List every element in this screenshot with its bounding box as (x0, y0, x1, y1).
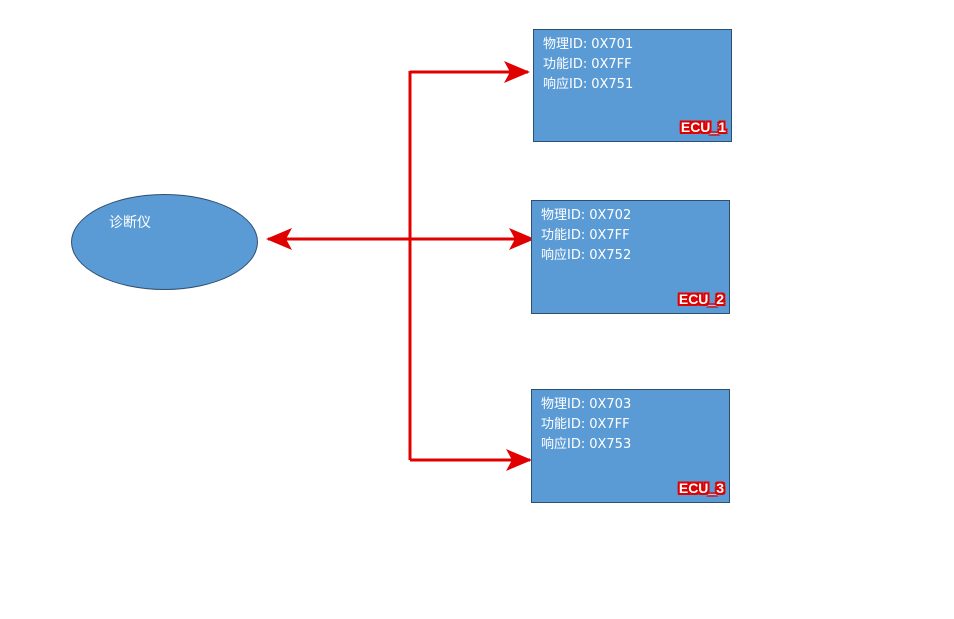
functional-id-label: 功能ID: (543, 57, 588, 72)
physical-id-row: 物理ID:0X701 (543, 35, 633, 55)
functional-id-row: 功能ID:0X7FF (541, 415, 631, 435)
functional-id-row: 功能ID:0X7FF (541, 226, 631, 246)
ecu-name-label: ECU_1 (680, 119, 726, 135)
physical-id-label: 物理ID: (541, 397, 586, 412)
response-id-label: 响应ID: (543, 77, 588, 92)
functional-id-value: 0X7FF (589, 417, 630, 432)
physical-id-label: 物理ID: (541, 208, 586, 223)
response-id-row: 响应ID:0X751 (543, 75, 633, 95)
functional-id-label: 功能ID: (541, 417, 586, 432)
response-id-label: 响应ID: (541, 248, 586, 263)
response-id-row: 响应ID:0X753 (541, 435, 631, 455)
functional-id-value: 0X7FF (589, 228, 630, 243)
physical-id-label: 物理ID: (543, 37, 588, 52)
ecu-id-list: 物理ID:0X701 功能ID:0X7FF 响应ID:0X751 (543, 35, 633, 95)
response-id-row: 响应ID:0X752 (541, 246, 631, 266)
physical-id-row: 物理ID:0X703 (541, 395, 631, 415)
response-id-value: 0X752 (589, 248, 632, 263)
ecu-name-label: ECU_2 (678, 291, 724, 307)
functional-id-row: 功能ID:0X7FF (543, 55, 633, 75)
ecu-id-list: 物理ID:0X703 功能ID:0X7FF 响应ID:0X753 (541, 395, 631, 455)
physical-id-row: 物理ID:0X702 (541, 206, 631, 226)
physical-id-value: 0X701 (591, 37, 634, 52)
diagnostic-tester-ellipse: 诊断仪 (71, 194, 258, 290)
response-id-value: 0X753 (589, 437, 632, 452)
ecu-name-label: ECU_3 (678, 480, 724, 496)
ecu-box-2: 物理ID:0X702 功能ID:0X7FF 响应ID:0X752 ECU_2 (531, 200, 730, 314)
physical-id-value: 0X702 (589, 208, 632, 223)
ecu-box-3: 物理ID:0X703 功能ID:0X7FF 响应ID:0X753 ECU_3 (531, 389, 730, 503)
functional-id-value: 0X7FF (591, 57, 632, 72)
physical-id-value: 0X703 (589, 397, 632, 412)
ecu-id-list: 物理ID:0X702 功能ID:0X7FF 响应ID:0X752 (541, 206, 631, 266)
response-id-label: 响应ID: (541, 437, 586, 452)
response-id-value: 0X751 (591, 77, 634, 92)
tester-label: 诊断仪 (109, 215, 151, 231)
functional-id-label: 功能ID: (541, 228, 586, 243)
ecu-box-1: 物理ID:0X701 功能ID:0X7FF 响应ID:0X751 ECU_1 (533, 29, 732, 142)
